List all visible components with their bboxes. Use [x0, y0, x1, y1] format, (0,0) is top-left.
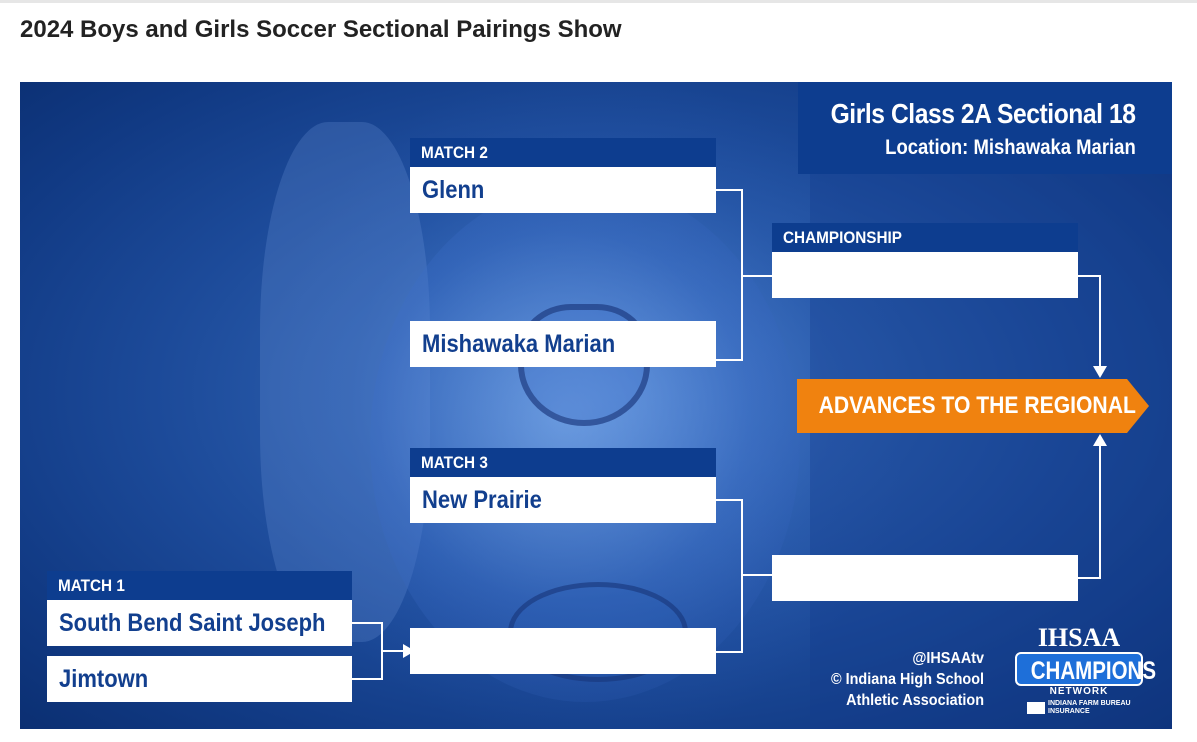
championship-slot-top: [772, 252, 1078, 298]
match2-label: MATCH 2: [410, 138, 716, 167]
match3-connector: [716, 499, 743, 653]
bracket-graphic: Girls Class 2A Sectional 18 Location: Mi…: [20, 82, 1172, 729]
match3-label: MATCH 3: [410, 448, 716, 477]
sectional-title-panel: Girls Class 2A Sectional 18 Location: Mi…: [798, 82, 1172, 174]
sectional-title: Girls Class 2A Sectional 18: [831, 98, 1136, 129]
match3-team-bottom: [410, 628, 716, 674]
championship-label: CHAMPIONSHIP: [772, 223, 1078, 252]
championship-slot-bottom: [772, 555, 1078, 601]
arrow-right-icon: [403, 644, 415, 658]
match3-team-top: New Prairie: [410, 477, 716, 523]
organization-line: Athletic Association: [846, 692, 984, 709]
match2-connector: [716, 189, 743, 361]
match2-team-top: Glenn: [410, 167, 716, 213]
arrow-up-icon: [1093, 434, 1107, 446]
ihsaa-champions-network-logo: IHSAA CHAMPIONS NETWORK INDIANA FARM BUR…: [1013, 623, 1156, 720]
champions-wordmark: CHAMPIONS: [1015, 652, 1156, 686]
sectional-location: Location: Mishawaka Marian: [885, 136, 1136, 159]
match1-label: MATCH 1: [47, 571, 352, 600]
top-divider: [0, 0, 1197, 3]
sponsor-text: INDIANA FARM BUREAU INSURANCE: [1048, 700, 1131, 715]
champ-bottom-to-advance-line: [1078, 444, 1101, 579]
network-wordmark: NETWORK: [1049, 686, 1109, 697]
credits-block: @IHSAAtv © Indiana High School Athletic …: [814, 648, 984, 711]
copyright-line: © Indiana High School: [830, 671, 984, 688]
player-sleeve-shape: [260, 122, 430, 642]
sponsor-mark: INDIANA FARM BUREAU INSURANCE: [1027, 700, 1143, 716]
champ-top-to-advance-line: [1078, 275, 1101, 368]
match1-team-top: South Bend Saint Joseph: [47, 600, 352, 646]
page-title: 2024 Boys and Girls Soccer Sectional Pai…: [20, 16, 622, 43]
advance-label: ADVANCES TO THE REGIONAL: [818, 392, 1136, 419]
match1-team-bottom: Jimtown: [47, 656, 352, 702]
farm-bureau-icon: [1027, 702, 1045, 714]
advance-banner: [797, 379, 1149, 433]
ihsaa-wordmark: IHSAA: [1037, 623, 1121, 652]
match2-team-bottom: Mishawaka Marian: [410, 321, 716, 367]
arrow-down-icon: [1093, 366, 1107, 378]
twitter-handle: @IHSAAtv: [912, 650, 984, 667]
match1-connector: [352, 622, 383, 680]
